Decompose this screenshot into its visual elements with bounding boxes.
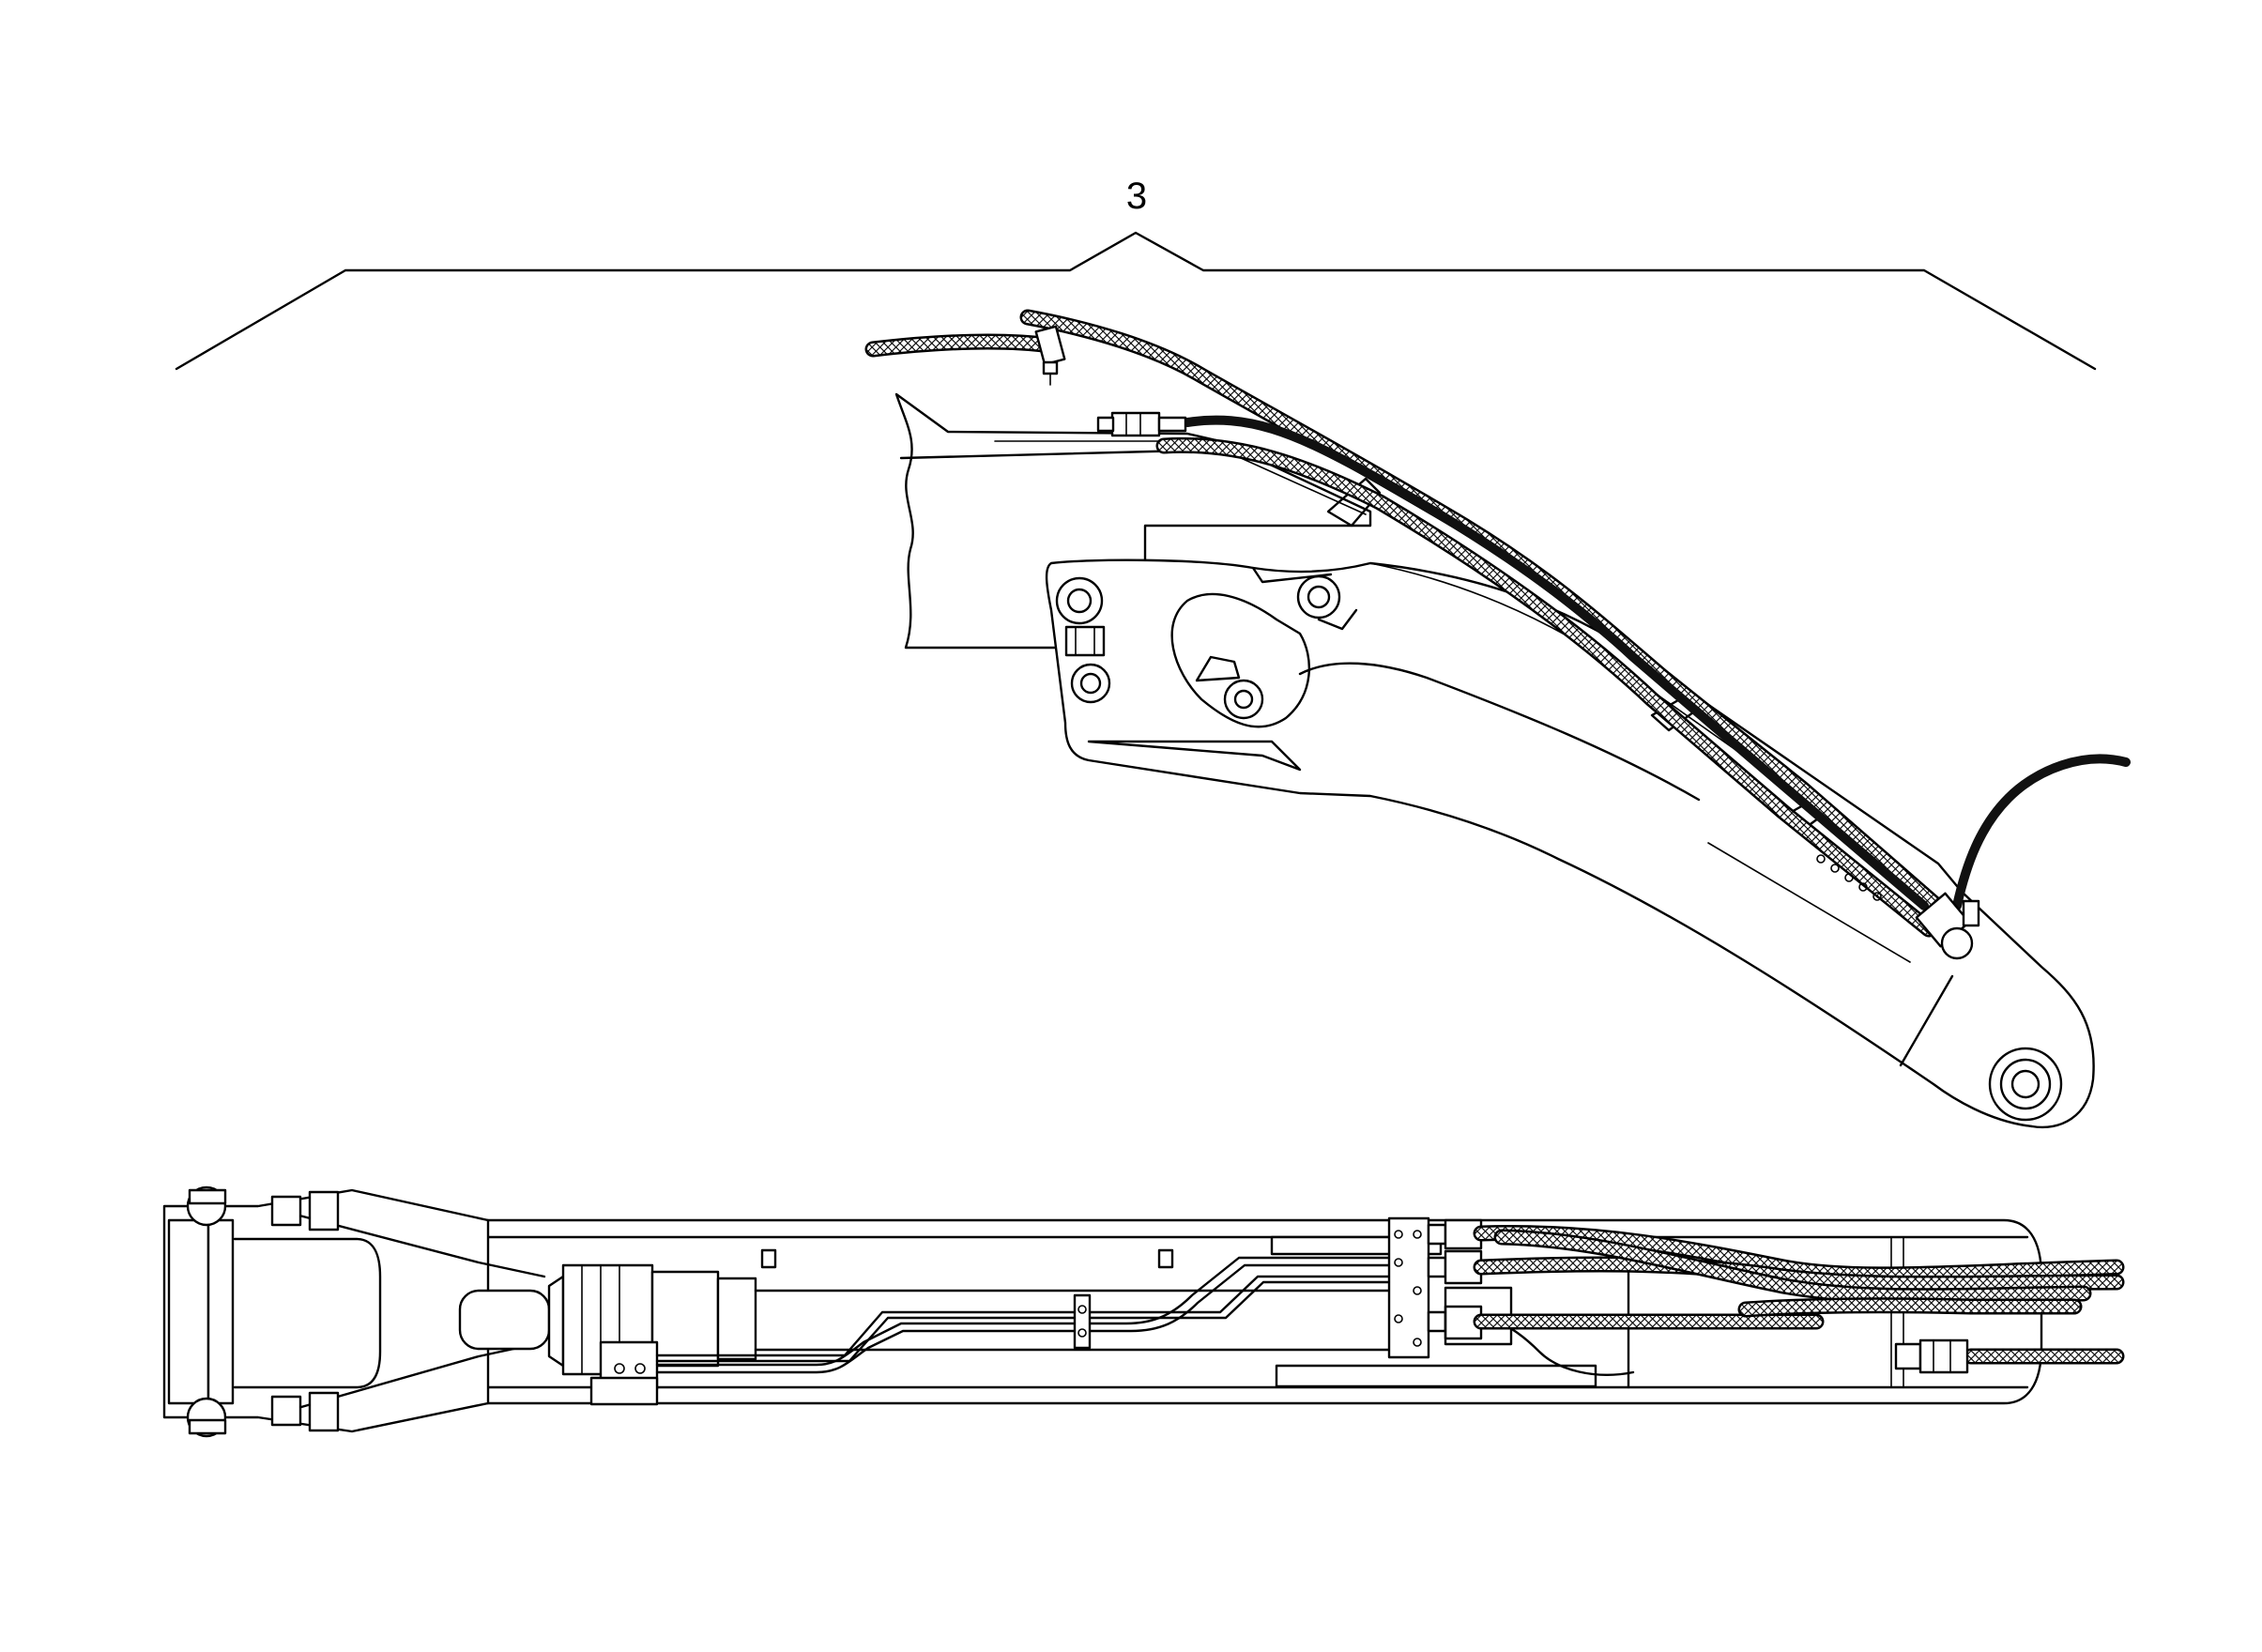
hose-fitting-plan-right	[1894, 1338, 1969, 1374]
bolt-row	[1816, 854, 1882, 901]
clevis-end	[162, 1185, 546, 1438]
hose-fitting-tip	[1915, 892, 1980, 960]
pin-boss-top-left	[1055, 576, 1104, 625]
hose-fitting-upper	[1096, 411, 1187, 437]
callout-bracket	[175, 231, 2097, 371]
hydraulic-hoses-plan	[1473, 1225, 2125, 1365]
pin-boss-center	[1195, 655, 1264, 720]
pin-boss-lower-left	[1064, 625, 1111, 704]
pin-boss-top-right	[1296, 574, 1358, 631]
hydraulic-hoses-side	[864, 309, 2131, 938]
boom-plan-view	[162, 1185, 2125, 1438]
arm-body	[1045, 558, 2095, 1129]
pin-boss-tip	[1988, 1047, 2063, 1122]
hose-fitting-top	[1034, 325, 1066, 386]
boom-side-view	[864, 309, 2131, 1129]
steel-tubes	[655, 1248, 1391, 1374]
callout-label-3: 3	[1126, 176, 1147, 217]
